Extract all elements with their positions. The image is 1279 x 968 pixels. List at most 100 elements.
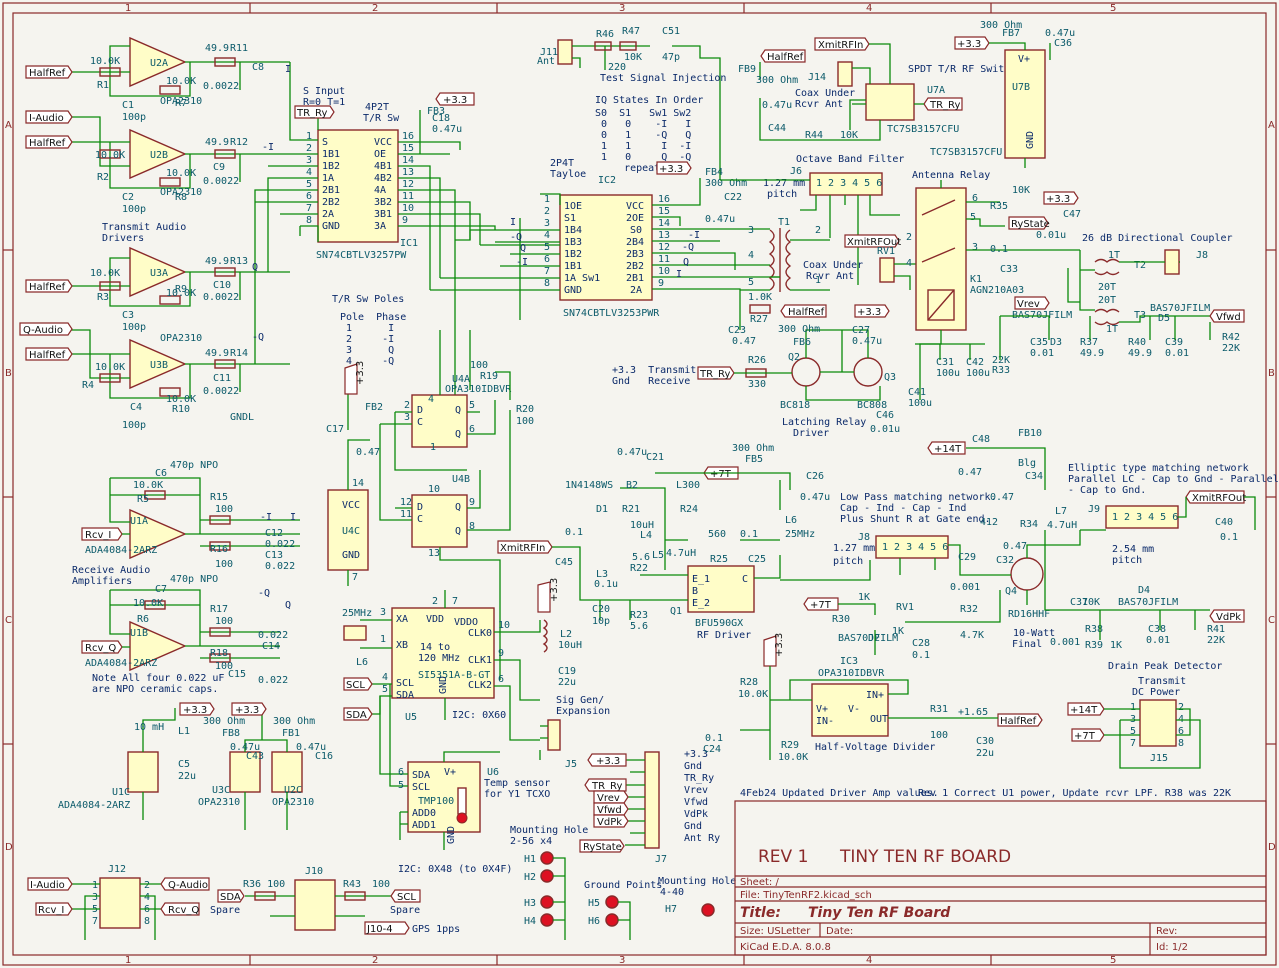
schematic-text: 1 [92,880,98,891]
schematic-text: Mounting Hole [510,825,588,836]
schematic-text: R5 [137,494,149,505]
schematic-text: C40 [1215,517,1233,528]
schematic-text: 2 [404,400,410,411]
schematic-text: TR_Ry [296,108,327,119]
schematic-text: 300 Ohm [756,75,798,86]
schematic-text: C11 [213,373,231,384]
schematic-text: H5 [588,898,600,909]
schematic-text: R7 [175,98,187,109]
inner-border [12,12,1267,956]
schematic-text: L300 [676,480,700,491]
schematic-text: 470p NPO [170,574,218,585]
schematic-text: Vfwd [1216,312,1241,323]
note-rev1: Rev 1 Correct U1 power, Update rcvr LPF.… [918,788,1231,799]
schematic-text: U1B [130,628,148,639]
schematic-text: 25MHz [342,608,372,619]
u6-temp-sensor: U6 TMP100 SDA SCL ADD0 ADD1 V+ GND Temp … [379,684,550,875]
labels-left: HalfRef I-Audio HalfRef HalfRef Q-Audio … [19,65,123,654]
label-halfref-1: HalfRef [29,68,66,79]
schematic-text: 5.6 [630,621,648,632]
schematic-text: Plus Shunt R at Gate end. [840,514,991,525]
schematic-text: C37 [1070,597,1088,608]
schematic-text: 1A [322,173,334,184]
schematic-text: Test Signal Injection [600,73,726,84]
schematic-text: 0.47u [230,742,260,753]
schematic-text: 3 [619,955,625,966]
schematic-text: Mounting Hole [658,876,736,887]
schematic-text: 14 [658,218,670,229]
schematic-text: 4 -Q [340,356,394,367]
schematic-text: 100p [122,420,146,431]
schematic-text: C2 [122,192,134,203]
schematic-text: FB1 [282,728,300,739]
schematic-text: 0 1 -Q Q [595,130,691,141]
schematic-text: IN+ [866,690,884,701]
schematic-text: C3 [122,310,134,321]
schematic-text: C22 [724,192,742,203]
zone-row-a: A [5,120,12,131]
schematic-text: T/R Sw [363,113,400,124]
schematic-text: 10 [402,203,414,214]
schematic-text: HalfRef [767,52,804,63]
schematic-text: R26 [748,355,766,366]
schematic-text: 2.54 mm [1112,544,1154,555]
schematic-text: R4 [82,380,94,391]
schematic-text: 10uH [558,640,582,651]
schematic-text: C31 [936,357,954,368]
schematic-text: C32 [996,555,1014,566]
schematic-text: 4A [374,185,386,196]
schematic-text: R28 [740,677,758,688]
r7 [159,85,181,95]
schematic-text: 10 [428,484,440,495]
schematic-text: 6 [306,191,312,202]
schematic-text: 10.0K [166,288,196,299]
schematic-text: GNDL [230,412,254,423]
schematic-text: 22u [558,677,576,688]
schematic-text: 4 [144,892,150,903]
mounting-holes: Mounting Hole 2-56 x4 H1 H2 H3 H4 Ground… [510,825,736,940]
schematic-text: J9 [1088,504,1100,515]
schematic-text: 2 [1178,702,1184,713]
schematic-text: R24 [680,504,698,515]
schematic-text: 100 [516,416,534,427]
schematic-text: 2 [306,143,312,154]
tb-size: Size: USLetter [740,926,811,937]
schematic-text: 300 Ohm [203,716,245,727]
schematic-text: 1 [125,955,131,966]
schematic-text: 0.47u [617,447,647,458]
schematic-text: C43 [246,751,264,762]
schematic-text: D3 [1050,337,1062,348]
schematic-text: 15 [658,206,670,217]
schematic-text: 3B1 [374,209,392,220]
tb-title-label: Title: [740,905,781,921]
schematic-text: 8 [1178,738,1184,749]
schematic-text: R2 [97,172,109,183]
schematic-text: 1B1 [322,149,340,160]
schematic-text: R30 [832,614,850,625]
schematic-text: SI5351A-B-GT [418,670,490,681]
schematic-text: Rcv_I [38,905,64,916]
schematic-text: Note All four 0.022 uF [92,673,224,684]
schematic-text: FB8 [222,728,240,739]
schematic-text: 11 [658,254,670,265]
schematic-text: 120 MHz [418,653,460,664]
schematic-text: C39 [1165,337,1183,348]
k1-body [915,187,967,331]
connector-j7: J7 +3.3 Gnd TR_Ry Vrev Vfwd VdPk Gnd Ant… [579,749,720,865]
r3 [99,281,121,291]
schematic-text: J14 [808,72,826,83]
schematic-text: 1 I [340,323,394,334]
r14 [214,359,236,369]
schematic-text: 1B2 [564,249,582,260]
schematic-text: TC7SB3157CFU [930,147,1002,158]
schematic-text: 5 [748,277,754,288]
schematic-text: H2 [524,872,536,883]
schematic-text: 0.47u [762,100,792,111]
schematic-text: 4 [306,167,312,178]
schematic-text: VdPk [684,809,708,820]
schematic-text: +7T [710,469,732,480]
schematic-text: -Q [510,232,522,243]
